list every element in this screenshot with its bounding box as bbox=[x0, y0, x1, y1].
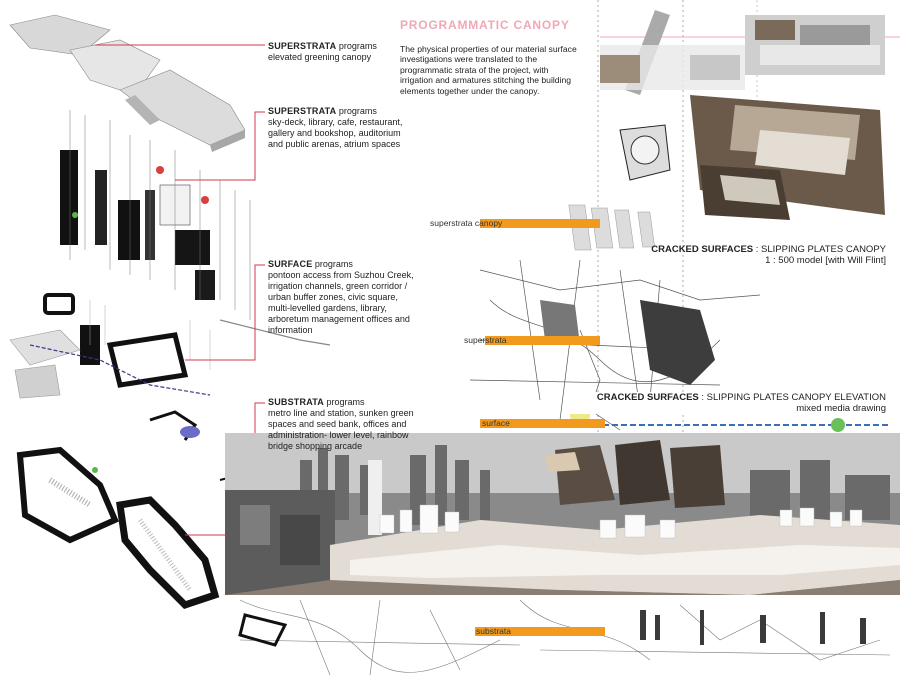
program-block-canopy: SUPERSTRATA programs elevated greening c… bbox=[268, 41, 377, 62]
program-text: pontoon access from Suzhou Creek, irriga… bbox=[268, 270, 414, 335]
strata-bar-label: superstrata bbox=[464, 335, 507, 345]
program-heading: SUPERSTRATA bbox=[268, 106, 337, 116]
strata-bar-surface bbox=[480, 419, 605, 428]
program-text: sky-deck, library, cafe, restaurant, gal… bbox=[268, 117, 403, 149]
surface-axonometric bbox=[9, 293, 211, 399]
superstrata-axonometric bbox=[60, 110, 331, 346]
program-block-superstrata: SUPERSTRATA programs sky-deck, library, … bbox=[268, 106, 403, 149]
strata-bar-label: surface bbox=[482, 418, 510, 428]
intro-paragraph: The physical properties of our material … bbox=[400, 44, 577, 96]
program-heading: SURFACE bbox=[268, 259, 313, 269]
canopy-axonometric bbox=[9, 14, 246, 152]
strata-bar-superstrata bbox=[485, 336, 600, 345]
strata-bar-substrata bbox=[475, 627, 605, 636]
strata-bar-canopy bbox=[480, 219, 600, 228]
caption-elevation: CRACKED SURFACES : SLIPPING PLATES CANOP… bbox=[566, 392, 886, 414]
program-block-substrata: SUBSTRATA programs metro line and statio… bbox=[268, 397, 414, 451]
strata-bar-label: superstrata canopy bbox=[430, 218, 503, 228]
caption-model: CRACKED SURFACES : SLIPPING PLATES CANOP… bbox=[651, 244, 886, 266]
canopy-elevation-blocks bbox=[568, 204, 655, 251]
strata-bar-label: substrata bbox=[476, 626, 511, 636]
page-title: PROGRAMMATIC CANOPY bbox=[400, 18, 570, 32]
program-heading: SUPERSTRATA bbox=[268, 41, 337, 51]
program-text: metro line and station, sunken green spa… bbox=[268, 408, 414, 451]
program-block-surface: SURFACE programs pontoon access from Suz… bbox=[268, 259, 414, 335]
program-heading: SUBSTRATA bbox=[268, 397, 324, 407]
city-photo-collage bbox=[225, 433, 900, 595]
program-text: elevated greening canopy bbox=[268, 52, 372, 62]
model-photos bbox=[600, 10, 885, 220]
